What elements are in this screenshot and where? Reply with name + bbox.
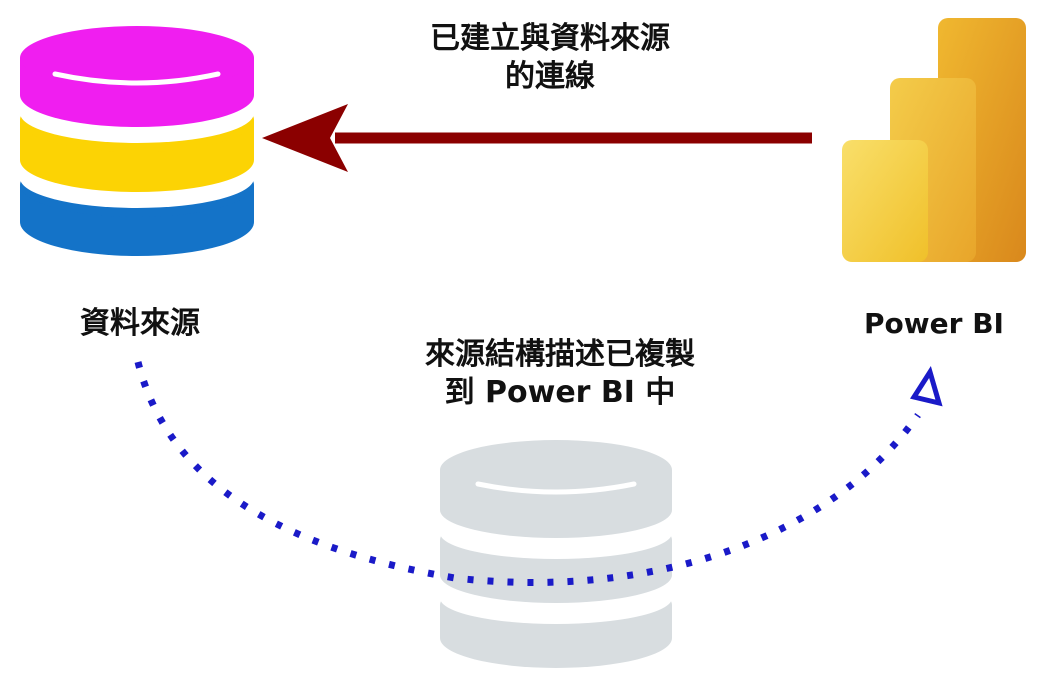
database-highlight — [52, 71, 221, 86]
schema-copy-label-line1: 來源結構描述已複製 — [425, 337, 695, 372]
connection-label-line2: 的連線 — [505, 58, 595, 94]
schema-copy-arrow — [134, 361, 943, 586]
ghost-db-highlight — [475, 481, 637, 495]
connection-label: 已建立與資料來源 的連線 — [300, 20, 800, 95]
connection-label-line1: 已建立與資料來源 — [430, 21, 670, 56]
dotted-curve — [134, 361, 921, 586]
power-bi-bar-short — [842, 140, 928, 262]
database-icon — [20, 26, 254, 256]
schema-database-icon — [440, 440, 672, 668]
power-bi-label: Power BI — [864, 307, 1004, 340]
dotted-arrow-head — [910, 366, 943, 407]
ghost-db-top-cap — [440, 440, 672, 500]
schema-copy-label-line2: 到 Power BI 中 — [444, 374, 676, 410]
database-layer-magenta-top — [20, 26, 254, 90]
connection-arrow — [262, 104, 812, 172]
schema-copy-label: 來源結構描述已複製 到 Power BI 中 — [300, 336, 820, 411]
power-bi-logo-icon — [842, 18, 1026, 262]
data-source-label: 資料來源 — [80, 306, 200, 341]
